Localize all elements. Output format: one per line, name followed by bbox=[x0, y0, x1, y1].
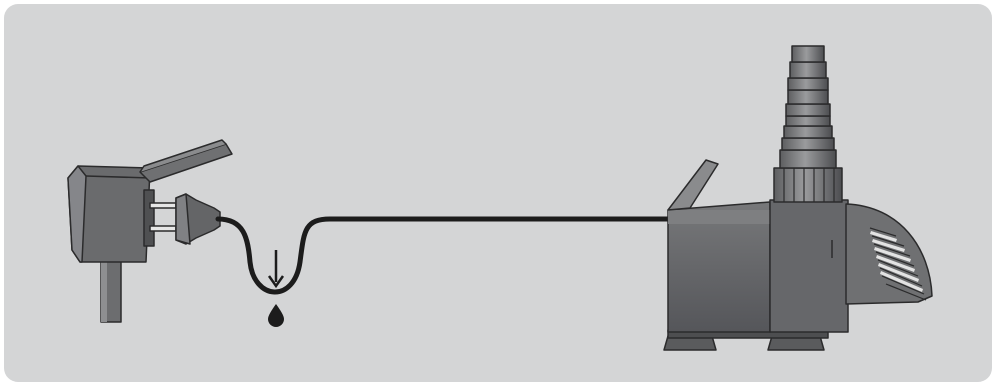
socket-icon bbox=[67, 139, 233, 323]
cable-icon bbox=[215, 216, 675, 295]
plug-icon bbox=[149, 193, 221, 245]
arrow-down-icon bbox=[267, 250, 285, 289]
drop-icon bbox=[268, 304, 284, 327]
pump-icon bbox=[663, 45, 933, 351]
drip-loop-icon bbox=[267, 250, 285, 327]
